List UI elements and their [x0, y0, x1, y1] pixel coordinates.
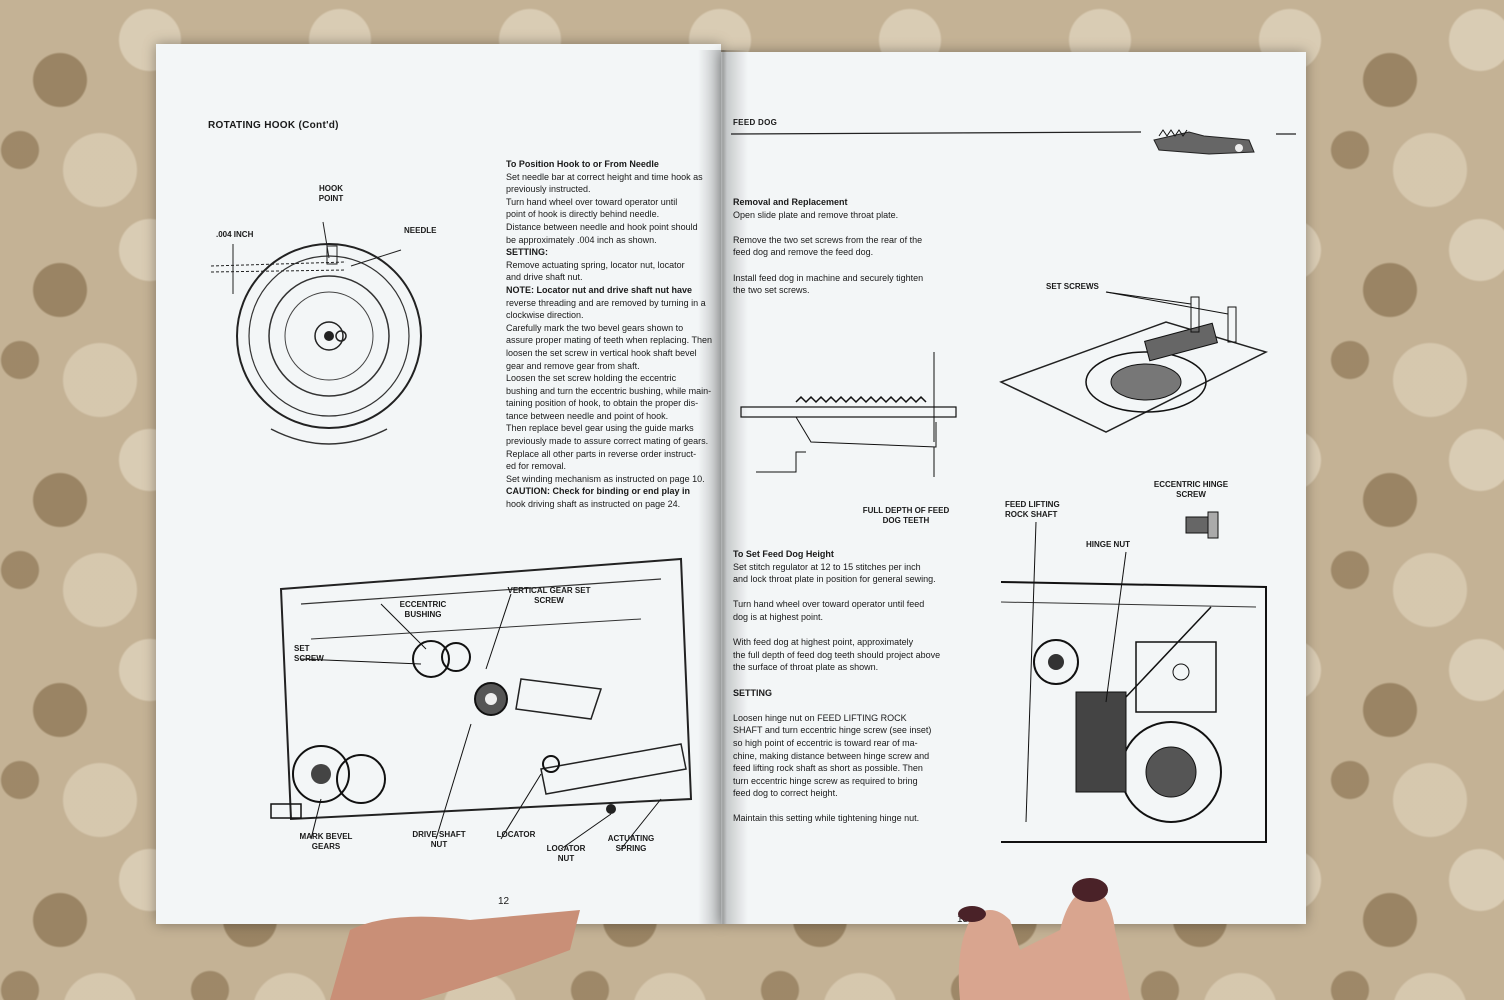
needle-label: NEEDLE [404, 226, 437, 235]
left-page-heading: ROTATING HOOK (Cont'd) [208, 120, 339, 131]
feed-lifting-label: FEED LIFTING ROCK SHAFT [1005, 500, 1060, 519]
text-line: NOTE: Locator nut and drive shaft nut ha… [506, 284, 693, 295]
text-line: With feed dog at highest point, approxim… [733, 637, 914, 648]
hook-mechanism-diagram [270, 557, 693, 850]
text-line: hook driving shaft as instructed on page… [506, 499, 681, 510]
hinge-screw-inset [1185, 511, 1219, 539]
set-screws-label: SET SCREWS [1046, 282, 1099, 291]
text-line: clockwise direction. [506, 310, 584, 321]
left-hand [330, 910, 580, 1000]
right-hand [958, 878, 1130, 1000]
text-line: and drive shaft nut. [506, 272, 583, 283]
text-line: To Position Hook to or From Needle [506, 159, 659, 169]
heading-rule [730, 131, 1296, 135]
vertical-gear-label: VERTICAL GEAR SET SCREW [507, 586, 591, 605]
text-line: previously made to assure correct mating… [506, 436, 709, 447]
text-line: and lock throat plate in position for ge… [733, 574, 936, 585]
left-page: ROTATING HOOK (Cont'd) HOOK POINT .004 I… [156, 44, 721, 924]
text-line [733, 699, 963, 712]
text-line: Remove the two set screws from the rear … [733, 234, 923, 245]
text-line: Then replace bevel gear using the guide … [506, 423, 694, 434]
text-line: Set needle bar at correct height and tim… [506, 171, 703, 182]
hook-diagram [210, 221, 422, 445]
set-screw-label: SET SCREW [294, 644, 324, 663]
text-line: the surface of throat plate as shown. [733, 662, 879, 673]
text-line: be approximately .004 inch as shown. [506, 234, 657, 245]
text-line: Set winding mechanism as instructed on p… [506, 473, 705, 484]
text-line: Loosen the set screw holding the eccentr… [506, 373, 677, 384]
text-line: loosen the set screw in vertical hook sh… [506, 347, 697, 358]
text-line [733, 586, 963, 599]
full-depth-label: FULL DEPTH OF FEED DOG TEETH [862, 506, 950, 525]
text-line [733, 800, 963, 813]
locator-nut-label: LOCATOR NUT [546, 844, 586, 863]
text-line [733, 674, 963, 687]
drive-shaft-label: DRIVE SHAFT NUT [412, 830, 466, 849]
text-line: ed for removal. [506, 461, 567, 472]
inch-label: .004 INCH [216, 230, 254, 239]
open-manual: ROTATING HOOK (Cont'd) HOOK POINT .004 I… [150, 40, 1320, 940]
text-line: assure proper mating of teeth when repla… [506, 335, 712, 346]
left-page-number: 12 [498, 896, 510, 907]
text-line: reverse threading and are removed by tur… [506, 297, 706, 308]
text-line [733, 624, 963, 637]
text-line: turn eccentric hinge screw as required t… [733, 775, 918, 786]
mark-bevel-label: MARK BEVEL GEARS [299, 832, 353, 851]
text-line [733, 221, 963, 234]
text-line: Remove actuating spring, locator nut, lo… [506, 259, 685, 270]
text-line: SETTING [733, 687, 773, 698]
text-line: Open slide plate and remove throat plate… [733, 209, 899, 220]
eccentric-hinge-label: ECCENTRIC HINGE SCREW [1153, 480, 1229, 499]
text-line: tance between needle and point of hook. [506, 410, 669, 421]
text-line: feed lifting rock shaft as short as poss… [733, 763, 923, 774]
feed-mechanism-diagram [1000, 521, 1267, 843]
feed-dog-height-diagram [740, 352, 957, 477]
text-line: Carefully mark the two bevel gears shown… [506, 322, 684, 333]
hook-point-label: HOOK POINT [318, 184, 344, 203]
throat-plate-diagram [999, 291, 1269, 433]
text-line: dog is at highest point. [733, 611, 824, 622]
text-line: To Set Feed Dog Height [733, 549, 834, 559]
text-line: so high point of eccentric is toward rea… [733, 737, 918, 748]
text-line: previously instructed. [506, 184, 591, 195]
text-line: Replace all other parts in reverse order… [506, 448, 697, 459]
locator-label: LOCATOR [496, 830, 536, 839]
text-line: feed dog and remove the feed dog. [733, 247, 874, 258]
text-line: SHAFT and turn eccentric hinge screw (se… [733, 725, 932, 736]
text-line: CAUTION: Check for binding or end play i… [506, 486, 691, 497]
text-line: Turn hand wheel over toward operator unt… [506, 196, 678, 207]
text-line: SETTING: [506, 247, 548, 258]
text-line: Loosen hinge nut on FEED LIFTING ROCK [733, 712, 907, 723]
actuating-spring-label: ACTUATING SPRING [607, 834, 655, 853]
book-gutter [698, 50, 748, 924]
text-line: bushing and turn the eccentric bushing, … [506, 385, 712, 396]
text-line: point of hook is directly behind needle. [506, 209, 660, 220]
text-line: Distance between needle and hook point s… [506, 221, 698, 232]
text-line: Set stitch regulator at 12 to 15 stitche… [733, 561, 921, 572]
text-line [733, 259, 963, 272]
right-page-heading: FEED DOG [733, 118, 778, 127]
text-line: taining position of hook, to obtain the … [506, 398, 699, 409]
text-line: Install feed dog in machine and securely… [733, 272, 924, 283]
text-line: the two set screws. [733, 285, 810, 296]
text-line: chine, making distance between hinge scr… [733, 750, 930, 761]
eccentric-bushing-label: ECCENTRIC BUSHING [399, 600, 447, 619]
text-line: Maintain this setting while tightening h… [733, 813, 920, 824]
text-line: Removal and Replacement [733, 197, 848, 207]
text-line: the full depth of feed dog teeth should … [733, 649, 941, 660]
text-line: feed dog to correct height. [733, 788, 838, 799]
hinge-nut-label: HINGE NUT [1086, 540, 1130, 549]
feed-dog-icon [1153, 129, 1255, 155]
text-line: gear and remove gear from shaft. [506, 360, 640, 371]
text-line: Turn hand wheel over toward operator unt… [733, 599, 925, 610]
